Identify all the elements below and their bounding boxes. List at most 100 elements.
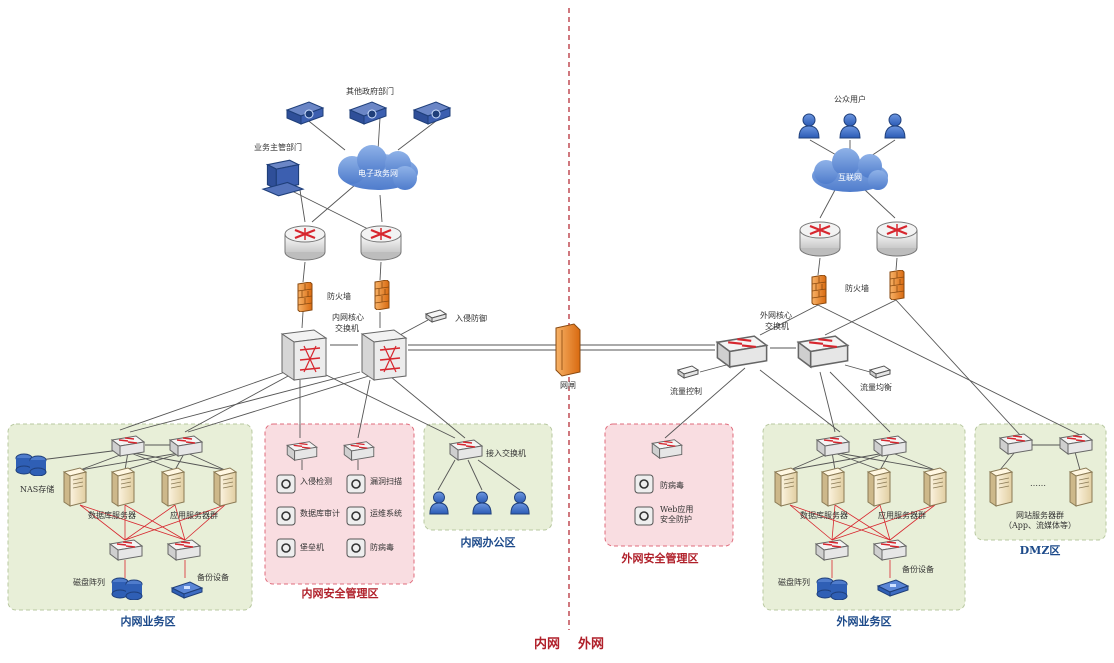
core-switch-outer-2 [797, 335, 849, 369]
dmz-switch-2 [1059, 433, 1093, 455]
router-inner-1 [283, 224, 327, 262]
firewall-outer-2 [889, 270, 905, 300]
inner-disk-array-label: 磁盘阵列 [73, 577, 105, 587]
inner-sec-ops-icon [346, 506, 366, 526]
inner-sec-dbaudit-icon [276, 506, 296, 526]
zone-outer-biz-title: 外网业务区 [836, 614, 892, 628]
inner-san-switch-2 [167, 539, 201, 561]
router-inner-2 [359, 224, 403, 262]
outer-san-switch-1 [815, 539, 849, 561]
gov-dept-pc-1 [286, 101, 324, 125]
gatekeeper-label: 网闸 [560, 381, 576, 390]
inner-sec-item-ops: 运维系统 [370, 508, 402, 518]
outer-san-switch-2 [873, 539, 907, 561]
outer-sec-item-waf-1: Web应用 [660, 504, 693, 514]
outer-sec-av-icon [634, 474, 654, 494]
inner-app-server-1 [161, 467, 185, 507]
office-access-switch [449, 439, 483, 461]
inner-sec-item-ids: 入侵检测 [300, 476, 332, 486]
inner-db-server-2 [111, 467, 135, 507]
public-users-label: 公众用户 [834, 94, 866, 104]
flow-balance-device [869, 365, 891, 379]
inner-sec-bastion-icon [276, 538, 296, 558]
biz-dept-pc [262, 159, 304, 197]
core-switch-outer-1 [716, 335, 768, 369]
inner-app-server-2 [213, 467, 237, 507]
public-user-1 [798, 113, 820, 139]
office-access-switch-label: 接入交换机 [486, 448, 526, 458]
dmz-server-1 [989, 467, 1013, 507]
dmz-servers-note: （App、流媒体等） [1004, 520, 1076, 530]
core-switch-inner-1 [281, 329, 327, 381]
dmz-ellipsis: …… [1030, 479, 1046, 488]
inner-db-servers-label: 数据库服务器 [88, 510, 136, 520]
ids-device [425, 309, 447, 323]
outer-biz-switch-2 [873, 435, 907, 457]
outer-db-server-1 [774, 467, 798, 507]
firewall-outer-1 [811, 275, 827, 305]
core-left-label-1: 内网核心 [332, 312, 364, 322]
flow-control-label: 流量控制 [670, 386, 702, 396]
firewall-inner-2 [374, 280, 390, 310]
outer-app-servers-label: 应用服务器群 [878, 510, 926, 520]
public-user-3 [884, 113, 906, 139]
inner-san-switch-1 [109, 539, 143, 561]
outer-disk-array-label: 磁盘阵列 [778, 577, 810, 587]
outer-backup-label: 备份设备 [902, 564, 934, 574]
gov-dept-pc-3 [413, 101, 451, 125]
internet-cloud [812, 148, 888, 192]
flow-control-device [677, 365, 699, 379]
core-right-label-1: 外网核心 [760, 310, 792, 320]
dmz-servers-label: 网站服务器群 [1016, 510, 1064, 520]
inner-sec-item-av: 防病毒 [370, 542, 394, 552]
outer-app-server-1 [867, 467, 891, 507]
zone-dmz-title: DMZ区 [1020, 544, 1061, 557]
ids-label: 入侵防御 [455, 313, 487, 323]
inner-sec-av-icon [346, 538, 366, 558]
firewall-inner-1 [297, 282, 313, 312]
outer-sec-item-av: 防病毒 [660, 480, 684, 490]
router-outer-2 [875, 220, 919, 258]
outer-db-server-2 [821, 467, 845, 507]
inner-db-server-1 [63, 467, 87, 507]
dmz-switch-1 [999, 433, 1033, 455]
dmz-server-2 [1069, 467, 1093, 507]
gov-depts-label: 其他政府部门 [346, 86, 394, 96]
outer-sec-waf-icon [634, 506, 654, 526]
outer-sec-item-waf-2: 安全防护 [660, 514, 692, 524]
inner-sec-vuln-icon [346, 474, 366, 494]
inner-backup-label: 备份设备 [197, 572, 229, 582]
zone-inner-sec-title: 内网安全管理区 [302, 586, 379, 600]
connection-lines [39, 117, 1081, 491]
zone-inner-office-title: 内网办公区 [461, 535, 516, 549]
flow-balance-label: 流量均衡 [860, 382, 892, 392]
outer-network-label: 外网 [577, 636, 604, 652]
inner-sec-item-vuln: 漏洞扫描 [370, 476, 402, 486]
inner-biz-switch-1 [111, 435, 145, 457]
biz-dept-label: 业务主管部门 [254, 142, 302, 152]
nas-label: NAS存储 [20, 484, 54, 494]
inner-network-label: 内网 [534, 636, 560, 652]
outer-disk-array [816, 577, 848, 600]
gatekeeper-device [555, 323, 581, 377]
egov-cloud-label: 电子政务网 [358, 168, 398, 178]
storage-mesh-lines [79, 504, 936, 578]
inner-sec-item-dbaudit: 数据库审计 [300, 508, 340, 518]
inner-biz-switch-2 [169, 435, 203, 457]
public-user-2 [839, 113, 861, 139]
outer-sec-switch [651, 439, 683, 459]
inner-sec-ids-icon [276, 474, 296, 494]
inner-disk-array [111, 577, 143, 600]
outer-biz-switch-1 [816, 435, 850, 457]
firewall-right-label: 防火墙 [845, 283, 869, 293]
gov-dept-pc-2 [349, 101, 387, 125]
nas-storage [15, 453, 47, 476]
inner-sec-item-bastion: 堡垒机 [300, 542, 324, 552]
outer-app-server-2 [923, 467, 947, 507]
router-outer-1 [798, 220, 842, 258]
outer-db-servers-label: 数据库服务器 [800, 510, 848, 520]
inner-app-servers-label: 应用服务器群 [170, 510, 218, 520]
core-right-label-2: 交换机 [765, 321, 789, 331]
zone-inner-biz-title: 内网业务区 [121, 614, 176, 628]
